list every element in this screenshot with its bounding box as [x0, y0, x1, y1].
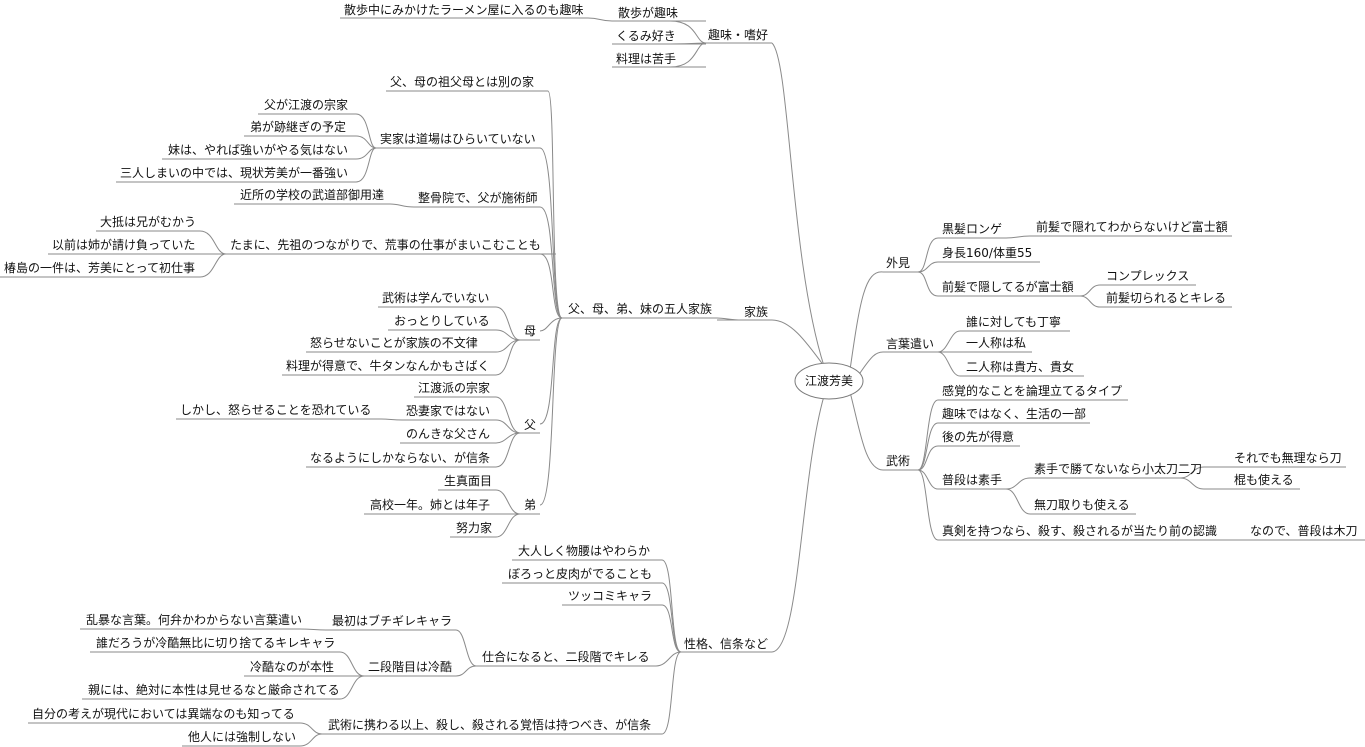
martial-barehand[interactable]: 普段は素手: [942, 472, 1002, 487]
personality-match[interactable]: 仕合になると、二段階でキレる: [482, 649, 650, 664]
family-mother[interactable]: 母: [524, 324, 536, 338]
martial-logic[interactable]: 感覚的なことを論理立てるタイプ: [942, 383, 1122, 398]
hobby-walk-detail[interactable]: 散歩中にみかけたラーメン屋に入るのも趣味: [344, 2, 584, 17]
family-separate-house[interactable]: 父、母の祖父母とは別の家: [390, 74, 534, 89]
family-ancestors-item[interactable]: 椿島の一件は、芳美にとって初仕事: [4, 260, 195, 275]
root-node-label[interactable]: 江渡芳美: [805, 373, 853, 388]
family-mother-item[interactable]: 怒らせないことが家族の不文律: [310, 335, 478, 350]
family-dojo-item[interactable]: 妹は、やれば強いがやる気はない: [168, 142, 348, 157]
hobby-walk[interactable]: 散歩が趣味: [618, 5, 678, 20]
family-ancestors-item[interactable]: 以前は姉が請け負っていた: [52, 237, 195, 252]
personality-belief-item[interactable]: 他人には強制しない: [188, 730, 296, 744]
speech-item[interactable]: 二人称は貴方、貴女: [966, 359, 1074, 374]
family-father-item[interactable]: のんきな父さん: [406, 427, 490, 441]
family-mother-item[interactable]: おっとりしている: [394, 314, 490, 328]
personality-match-second-item[interactable]: 親には、絶対に本性は見せるなと厳命されてる: [88, 682, 340, 697]
family-dojo[interactable]: 実家は道場はひらいていない: [380, 131, 536, 146]
branch-family[interactable]: 家族: [744, 304, 768, 319]
hobby-walnut[interactable]: くるみ好き: [616, 29, 676, 43]
speech-item[interactable]: 誰に対しても丁寧: [966, 314, 1061, 329]
family-ancestors[interactable]: たまに、先祖のつながりで、荒事の仕事がまいこむことも: [230, 237, 541, 252]
family-father[interactable]: 父: [524, 418, 536, 432]
martial-mutodori[interactable]: 無刀取りも使える: [1034, 497, 1130, 512]
family-father-item[interactable]: 江渡派の宗家: [418, 380, 490, 395]
personality-tsukkomi[interactable]: ツッコミキャラ: [568, 589, 652, 603]
root-node-shape: [794, 362, 864, 400]
connector-lines: [199, 17, 1240, 747]
family-father-item[interactable]: しかし、怒らせることを恐れている: [180, 402, 371, 417]
speech-item[interactable]: 一人称は私: [966, 336, 1026, 350]
personality-belief-item[interactable]: 自分の考えが現代においては異端なのも知ってる: [32, 706, 295, 721]
family-father-item[interactable]: なるようにしかならない、が信条: [310, 450, 490, 465]
node-underlines: [0, 17, 1365, 747]
family-brother-item[interactable]: 生真面目: [444, 474, 492, 488]
family-mother-item[interactable]: 武術は学んでいない: [382, 290, 489, 305]
personality-match-first[interactable]: 最初はブチギレキャラ: [332, 613, 452, 628]
family-dojo-item[interactable]: 父が江渡の宗家: [264, 97, 348, 112]
personality-belief[interactable]: 武術に携わる以上、殺し、殺される覚悟は持つべき、が信条: [328, 717, 651, 732]
branch-martial[interactable]: 武術: [886, 454, 910, 468]
martial-bokuto[interactable]: なので、普段は木刀: [1250, 523, 1358, 538]
family-main[interactable]: 父、母、弟、妹の五人家族: [568, 301, 712, 316]
personality-gentle[interactable]: 大人しく物腰はやわらか: [518, 544, 650, 558]
branch-appearance[interactable]: 外見: [886, 256, 910, 270]
family-dojo-item[interactable]: 弟が跡継ぎの予定: [250, 119, 346, 134]
appearance-angry[interactable]: 前髪切られるとキレる: [1106, 290, 1226, 305]
martial-still[interactable]: それでも無理なら刀: [1234, 450, 1342, 465]
martial-counter[interactable]: 後の先が得意: [942, 429, 1014, 444]
martial-sword[interactable]: 真剣を持つなら、殺す、殺されるが当たり前の認識: [942, 523, 1217, 538]
family-brother[interactable]: 弟: [524, 498, 536, 512]
personality-match-second-item[interactable]: 誰だろうが冷酷無比に切り捨てるキレキャラ: [96, 635, 335, 650]
martial-life[interactable]: 趣味ではなく、生活の一部: [942, 406, 1086, 421]
family-clinic[interactable]: 整骨院で、父が施術師: [418, 190, 538, 205]
family-brother-item[interactable]: 高校一年。姉とは年子: [370, 497, 490, 512]
appearance-complex[interactable]: コンプレックス: [1106, 269, 1189, 283]
family-mother-item[interactable]: 料理が得意で、牛タンなんかもさばく: [286, 358, 490, 373]
martial-kodachi[interactable]: 素手で勝てないなら小太刀二刀: [1034, 461, 1202, 476]
family-dojo-item[interactable]: 三人しまいの中では、現状芳美が一番強い: [120, 165, 348, 180]
personality-match-second[interactable]: 二段階目は冷酷: [368, 659, 452, 674]
appearance-black-hair[interactable]: 黒髪ロンゲ: [942, 222, 1002, 236]
family-ancestors-item[interactable]: 大抵は兄がむかう: [100, 214, 196, 229]
branch-speech[interactable]: 言葉遣い: [886, 336, 934, 351]
branch-hobby[interactable]: 趣味・嗜好: [708, 27, 768, 42]
family-clinic-item[interactable]: 近所の学校の武道部御用達: [240, 187, 384, 202]
personality-cynical[interactable]: ぼろっと皮肉がでることも: [508, 566, 652, 581]
martial-staff[interactable]: 棍も使える: [1234, 472, 1294, 487]
branch-personality[interactable]: 性格、信条など: [684, 636, 768, 651]
hobby-cooking[interactable]: 料理は苦手: [616, 52, 676, 66]
family-father-item[interactable]: 恐妻家ではない: [406, 403, 490, 418]
appearance-black-hair-detail[interactable]: 前髪で隠れてわからないけど富士額: [1036, 219, 1228, 234]
personality-match-second-item[interactable]: 冷酷なのが本性: [250, 659, 334, 674]
personality-match-first-item[interactable]: 乱暴な言葉。何弁かわからない言葉遣い: [86, 612, 302, 627]
appearance-height[interactable]: 身長160/体重55: [942, 245, 1032, 260]
family-brother-item[interactable]: 努力家: [456, 520, 492, 535]
appearance-forehead[interactable]: 前髪で隠してるが富士額: [942, 279, 1074, 294]
